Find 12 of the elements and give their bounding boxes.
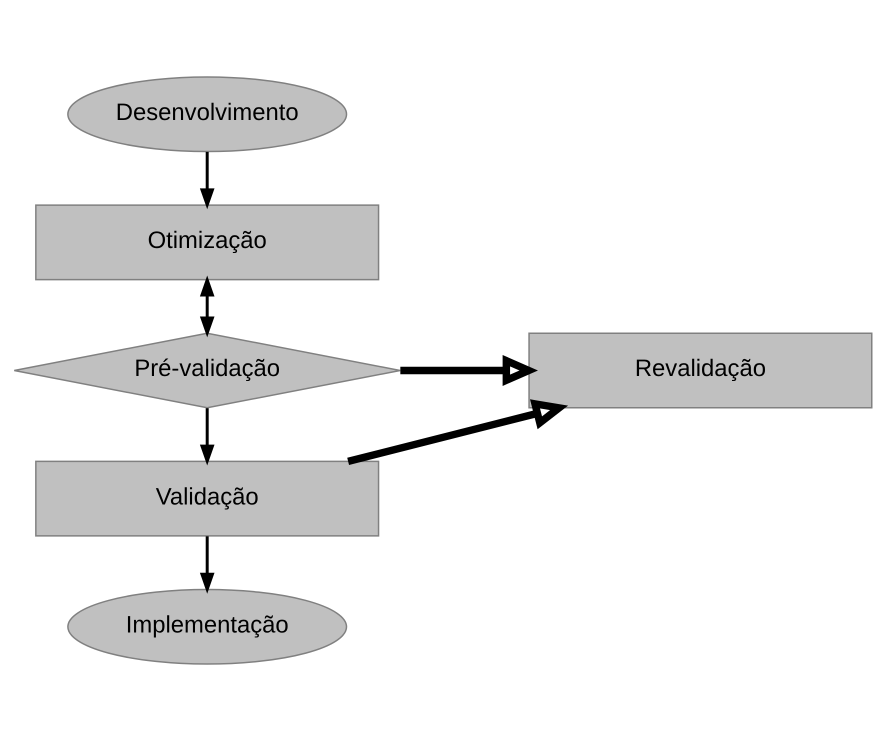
arrow: [200, 151, 215, 209]
arrow: [400, 354, 538, 386]
node-box: Revalidação: [528, 332, 872, 408]
node-ellipse: Desenvolvimento: [67, 76, 348, 152]
arrow: [200, 408, 215, 466]
arrow: [200, 536, 215, 594]
node-diamond: Pré-validação: [14, 332, 401, 408]
node-ellipse: Implementação: [67, 588, 348, 664]
arrow: [347, 398, 568, 464]
node-box: Otimização: [35, 204, 380, 280]
arrow: [200, 275, 215, 337]
node-box: Validação: [35, 460, 380, 536]
